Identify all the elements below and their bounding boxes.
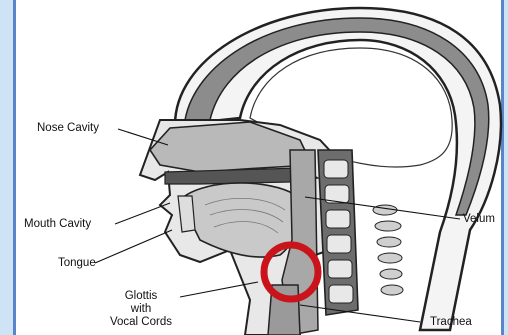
nose-cavity-label: Nose Cavity xyxy=(37,122,99,135)
mouth-cavity-label: Mouth Cavity xyxy=(24,218,91,231)
glottis-label: Glottis with Vocal Cords xyxy=(105,290,177,329)
trachea-label: Trachea xyxy=(430,316,472,329)
spinal-processes xyxy=(373,205,403,295)
tongue-label: Tongue xyxy=(58,257,96,270)
glottis-label-line3: Vocal Cords xyxy=(105,316,177,329)
velum-label: Velum xyxy=(463,213,495,226)
glottis-label-line1: Glottis xyxy=(105,290,177,303)
glottis-label-line2: with xyxy=(105,303,177,316)
